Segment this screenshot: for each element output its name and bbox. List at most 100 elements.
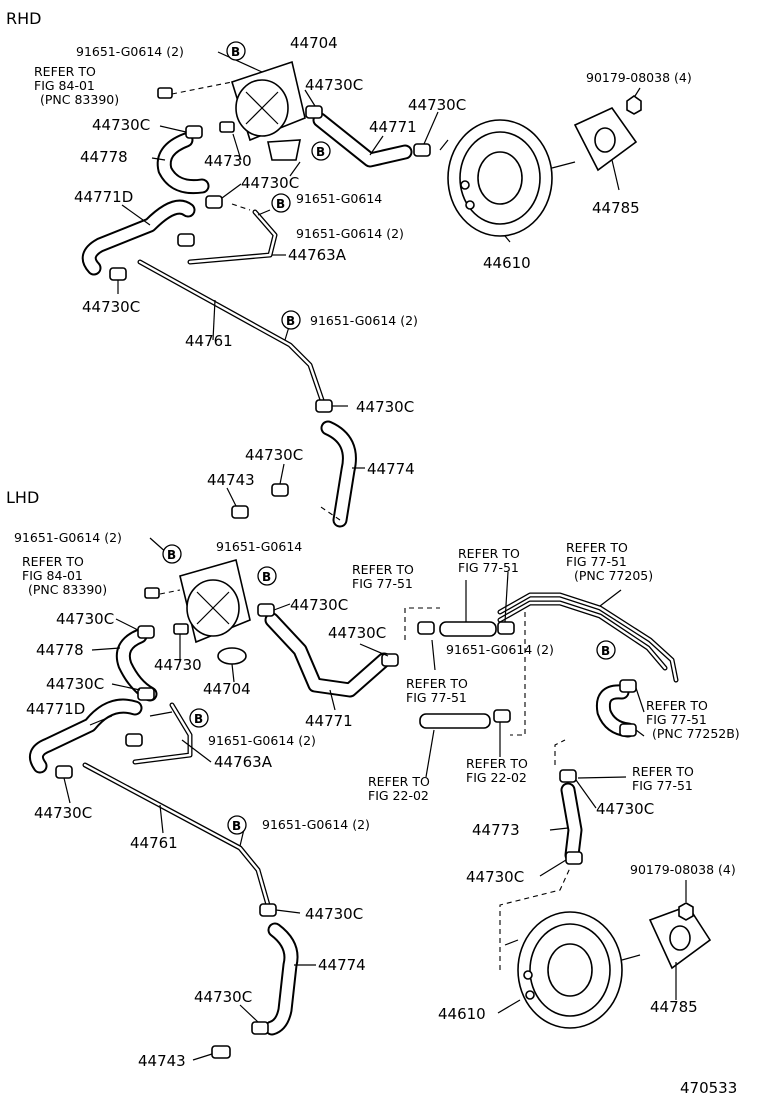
rhd-bracket-44763A	[187, 209, 278, 265]
label-44763A: 44763A	[214, 753, 273, 771]
label-nut-90179: 90179-08038 (4)	[630, 862, 736, 877]
rhd-gasket-44785	[573, 95, 642, 172]
label-44730C: 44730C	[305, 905, 363, 923]
label-44730C: 44730C	[92, 116, 150, 134]
label-refer-fig: FIG 77-51	[632, 778, 693, 793]
rhd-vacuum-pump-44704	[231, 60, 306, 161]
label-44730C: 44730C	[241, 174, 299, 192]
lhd-pipe-44761	[82, 762, 271, 908]
lhd-b-markers: B B B B B	[162, 544, 616, 835]
rhd-hose-44774	[320, 420, 357, 528]
label-44610: 44610	[438, 1005, 486, 1023]
lhd-hose-44771D	[28, 698, 143, 774]
label-44730C: 44730C	[56, 610, 114, 628]
lhd-hose-44773	[560, 782, 583, 863]
label-refer-fig: FIG 77-51	[406, 690, 467, 705]
label-bolt-91651: 91651-G0614	[296, 191, 382, 206]
label-refer-to: REFER TO	[646, 698, 708, 713]
label-bolt-91651: 91651-G0614	[216, 539, 302, 554]
rhd-clamps	[109, 87, 431, 519]
label-44704: 44704	[290, 34, 338, 52]
label-44778: 44778	[36, 641, 84, 659]
label-44730C: 44730C	[408, 96, 466, 114]
label-bolt-91651: 91651-G0614 (2)	[208, 733, 316, 748]
label-refer-to: REFER TO	[632, 764, 694, 779]
lhd-hose-77252b	[595, 684, 636, 738]
label-refer-to: REFER TO	[352, 562, 414, 577]
label-44778: 44778	[80, 148, 128, 166]
label-44730C: 44730C	[466, 868, 524, 886]
diagram-id: 470533	[680, 1079, 737, 1097]
label-refer-fig: FIG 77-51	[352, 576, 413, 591]
label-refer-to: REFER TO	[566, 540, 628, 555]
label-44774: 44774	[318, 956, 366, 974]
label-refer-to: REFER TO	[34, 64, 96, 79]
rhd-leader-lines	[117, 51, 641, 521]
lhd-vacuum-pump-44704	[179, 558, 251, 665]
rhd-pipe-44761	[137, 259, 325, 403]
rhd-brake-booster-44610	[439, 119, 576, 237]
label-44774: 44774	[367, 460, 415, 478]
label-refer-fig: FIG 77-51	[458, 560, 519, 575]
label-44771D: 44771D	[74, 188, 133, 206]
label-44785: 44785	[650, 998, 698, 1016]
label-refer-fig: FIG 84-01	[22, 568, 83, 583]
label-refer-pnc: (PNC 83390)	[40, 92, 119, 107]
label-44730C: 44730C	[596, 800, 654, 818]
lhd-check-valves	[419, 621, 497, 729]
lhd-hose-44771	[264, 612, 392, 698]
label-refer-pnc: (PNC 77252B)	[652, 726, 740, 741]
label-44730C: 44730C	[82, 298, 140, 316]
marker-b: B	[286, 314, 295, 328]
label-refer-to: REFER TO	[22, 554, 84, 569]
label-44730C: 44730C	[34, 804, 92, 822]
section-rhd: RHD	[6, 9, 41, 28]
lhd-bracket-44763A	[132, 702, 193, 765]
label-44743: 44743	[207, 471, 255, 489]
label-bolt-91651: 91651-G0614 (2)	[14, 530, 122, 545]
label-44730C: 44730C	[356, 398, 414, 416]
label-bolt-91651: 91651-G0614 (2)	[76, 44, 184, 59]
label-44704: 44704	[203, 680, 251, 698]
label-refer-fig: FIG 22-02	[368, 788, 429, 803]
label-44771D: 44771D	[26, 700, 85, 718]
label-refer-pnc: (PNC 83390)	[28, 582, 107, 597]
label-refer-fig: FIG 77-51	[646, 712, 707, 727]
rhd-hose-44771	[312, 112, 413, 168]
label-44771: 44771	[305, 712, 353, 730]
label-44730C: 44730C	[194, 988, 252, 1006]
label-refer-to: REFER TO	[466, 756, 528, 771]
label-44610: 44610	[483, 254, 531, 272]
label-44730C: 44730C	[305, 76, 363, 94]
label-44773: 44773	[472, 821, 520, 839]
label-44730C: 44730C	[328, 624, 386, 642]
label-44730: 44730	[204, 152, 252, 170]
rhd-hose-44778	[156, 132, 210, 195]
marker-b: B	[194, 712, 203, 726]
label-refer-fig: FIG 22-02	[466, 770, 527, 785]
label-44763A: 44763A	[288, 246, 347, 264]
label-44761: 44761	[130, 834, 178, 852]
marker-b: B	[167, 548, 176, 562]
label-44743: 44743	[138, 1052, 186, 1070]
label-refer-to: REFER TO	[368, 774, 430, 789]
marker-b: B	[316, 145, 325, 159]
label-44730C: 44730C	[245, 446, 303, 464]
label-bolt-91651: 91651-G0614 (2)	[262, 817, 370, 832]
label-refer-fig: FIG 84-01	[34, 78, 95, 93]
label-44785: 44785	[592, 199, 640, 217]
lhd-pipes-77205	[497, 592, 679, 683]
label-44761: 44761	[185, 332, 233, 350]
label-refer-pnc: (PNC 77205)	[574, 568, 653, 583]
label-bolt-91651: 91651-G0614 (2)	[310, 313, 418, 328]
label-bolt-91651: 91651-G0614 (2)	[296, 226, 404, 241]
marker-b: B	[601, 644, 610, 658]
lhd-hose-44778	[115, 628, 158, 702]
marker-b: B	[262, 570, 271, 584]
label-refer-fig: FIG 77-51	[566, 554, 627, 569]
label-refer-to: REFER TO	[406, 676, 468, 691]
lhd-hose-44774	[264, 922, 299, 1036]
marker-b: B	[231, 45, 240, 59]
rhd-hose-44771D	[81, 199, 196, 276]
